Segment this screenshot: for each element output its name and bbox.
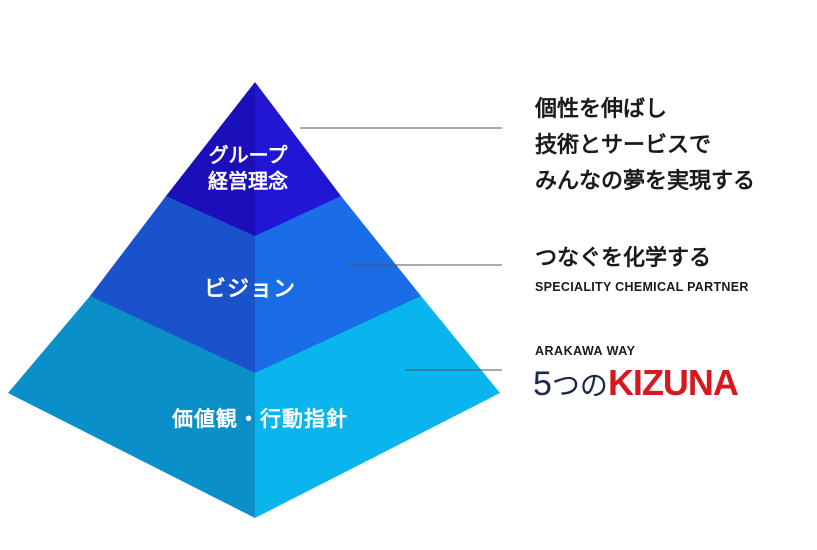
top-tier-label: グループ 経営理念 [178, 142, 318, 194]
middle-tier-left [90, 196, 255, 373]
kizuna-word: KIZUNA [607, 362, 739, 403]
bottom-tier-label: 価値観・行動指針 [172, 407, 348, 431]
bottom-tier-right [255, 296, 500, 518]
top-tier-label-line1: グループ [208, 143, 288, 167]
top-tier-left [166, 82, 255, 236]
middle-tier-right [255, 196, 421, 373]
kizuna-number: 5 [533, 365, 552, 403]
top-tier-label-line2: 経営理念 [208, 169, 288, 193]
vision-subtitle: SPECIALITY CHEMICAL PARTNER [535, 280, 749, 294]
kizuna-logo: 5つのKIZUNA [533, 362, 739, 404]
philosophy-line2: 技術とサービスで [535, 133, 712, 158]
philosophy-description: 個性を伸ばし 技術とサービスで みんなの夢を実現する [535, 92, 755, 200]
arakawa-way-label: ARAKAWA WAY [535, 344, 636, 358]
middle-tier-label: ビジョン [203, 277, 296, 302]
bottom-tier-left [8, 296, 255, 518]
philosophy-line3: みんなの夢を実現する [535, 169, 756, 194]
vision-description: つなぐを化学する [535, 246, 712, 271]
kizuna-particle: つの [551, 369, 608, 402]
philosophy-line1: 個性を伸ばし [535, 97, 668, 122]
top-tier-right [255, 82, 341, 236]
